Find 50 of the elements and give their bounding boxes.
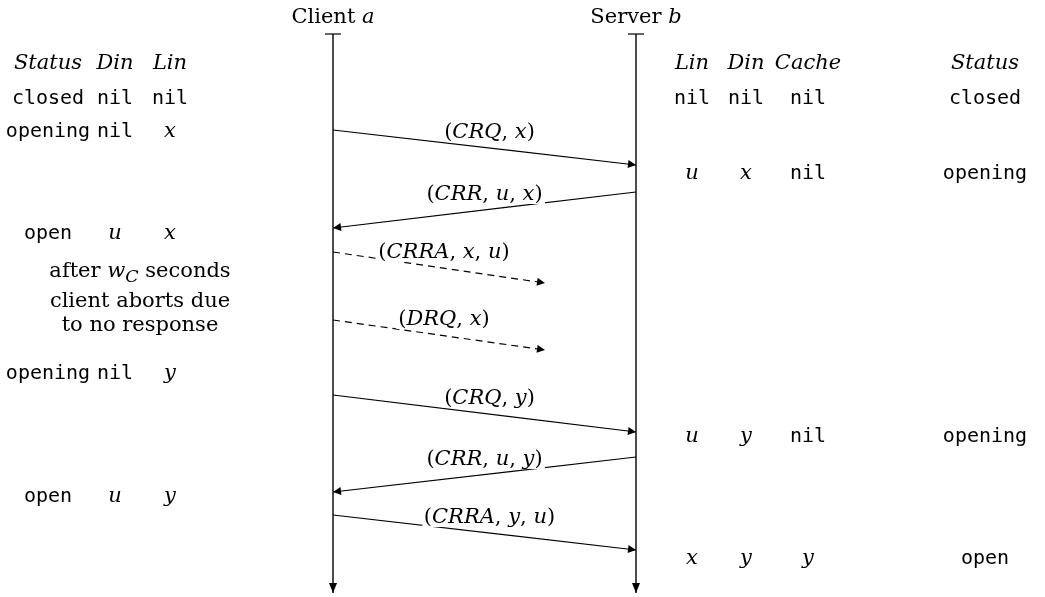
table-cell: nil bbox=[789, 85, 827, 109]
table-cell: x bbox=[164, 118, 176, 142]
table-cell: y bbox=[802, 545, 814, 569]
table-cell: u bbox=[108, 483, 122, 507]
message-arrow bbox=[332, 251, 546, 286]
column-header: Status bbox=[13, 50, 83, 74]
table-cell: nil bbox=[727, 85, 765, 109]
table-cell: open bbox=[960, 545, 1010, 569]
column-header: Cache bbox=[774, 50, 842, 74]
table-cell: closed bbox=[948, 85, 1022, 109]
table-cell: y bbox=[164, 360, 176, 384]
table-cell: nil bbox=[673, 85, 711, 109]
table-cell: opening bbox=[942, 160, 1028, 184]
participant-name: Server b bbox=[589, 4, 683, 28]
message-arrow bbox=[332, 456, 637, 496]
column-header: Lin bbox=[152, 50, 188, 74]
column-header: Lin bbox=[674, 50, 710, 74]
table-cell: open bbox=[23, 483, 73, 507]
table-cell: nil bbox=[151, 85, 189, 109]
table-cell: nil bbox=[96, 85, 134, 109]
table-cell: u bbox=[685, 423, 699, 447]
table-cell: y bbox=[740, 423, 752, 447]
table-cell: y bbox=[740, 545, 752, 569]
column-header: Din bbox=[727, 50, 765, 74]
note-text: after w$_{C}$ seconds client aborts due to no response bbox=[48, 258, 232, 337]
column-header: Status bbox=[950, 50, 1020, 74]
table-cell: nil bbox=[789, 160, 827, 184]
message-arrow bbox=[332, 129, 637, 169]
table-cell: nil bbox=[96, 360, 134, 384]
message-label: (CRQ, x) bbox=[442, 119, 537, 142]
message-arrow bbox=[332, 394, 637, 435]
table-cell: closed bbox=[11, 85, 85, 109]
message-arrow bbox=[332, 191, 637, 232]
column-header: Din bbox=[96, 50, 134, 74]
table-cell: opening bbox=[5, 118, 91, 142]
message-arrow bbox=[332, 514, 637, 554]
table-cell: x bbox=[740, 160, 752, 184]
table-cell: open bbox=[23, 220, 73, 244]
table-cell: x bbox=[686, 545, 698, 569]
participant-name: Client a bbox=[290, 4, 376, 28]
table-cell: nil bbox=[96, 118, 134, 142]
message-arrow bbox=[332, 319, 546, 353]
table-cell: u bbox=[108, 220, 122, 244]
message-label: (CRQ, y) bbox=[442, 385, 537, 408]
table-cell: x bbox=[164, 220, 176, 244]
table-cell: nil bbox=[789, 423, 827, 447]
table-cell: opening bbox=[942, 423, 1028, 447]
table-cell: u bbox=[685, 160, 699, 184]
table-cell: opening bbox=[5, 360, 91, 384]
table-cell: y bbox=[164, 483, 176, 507]
